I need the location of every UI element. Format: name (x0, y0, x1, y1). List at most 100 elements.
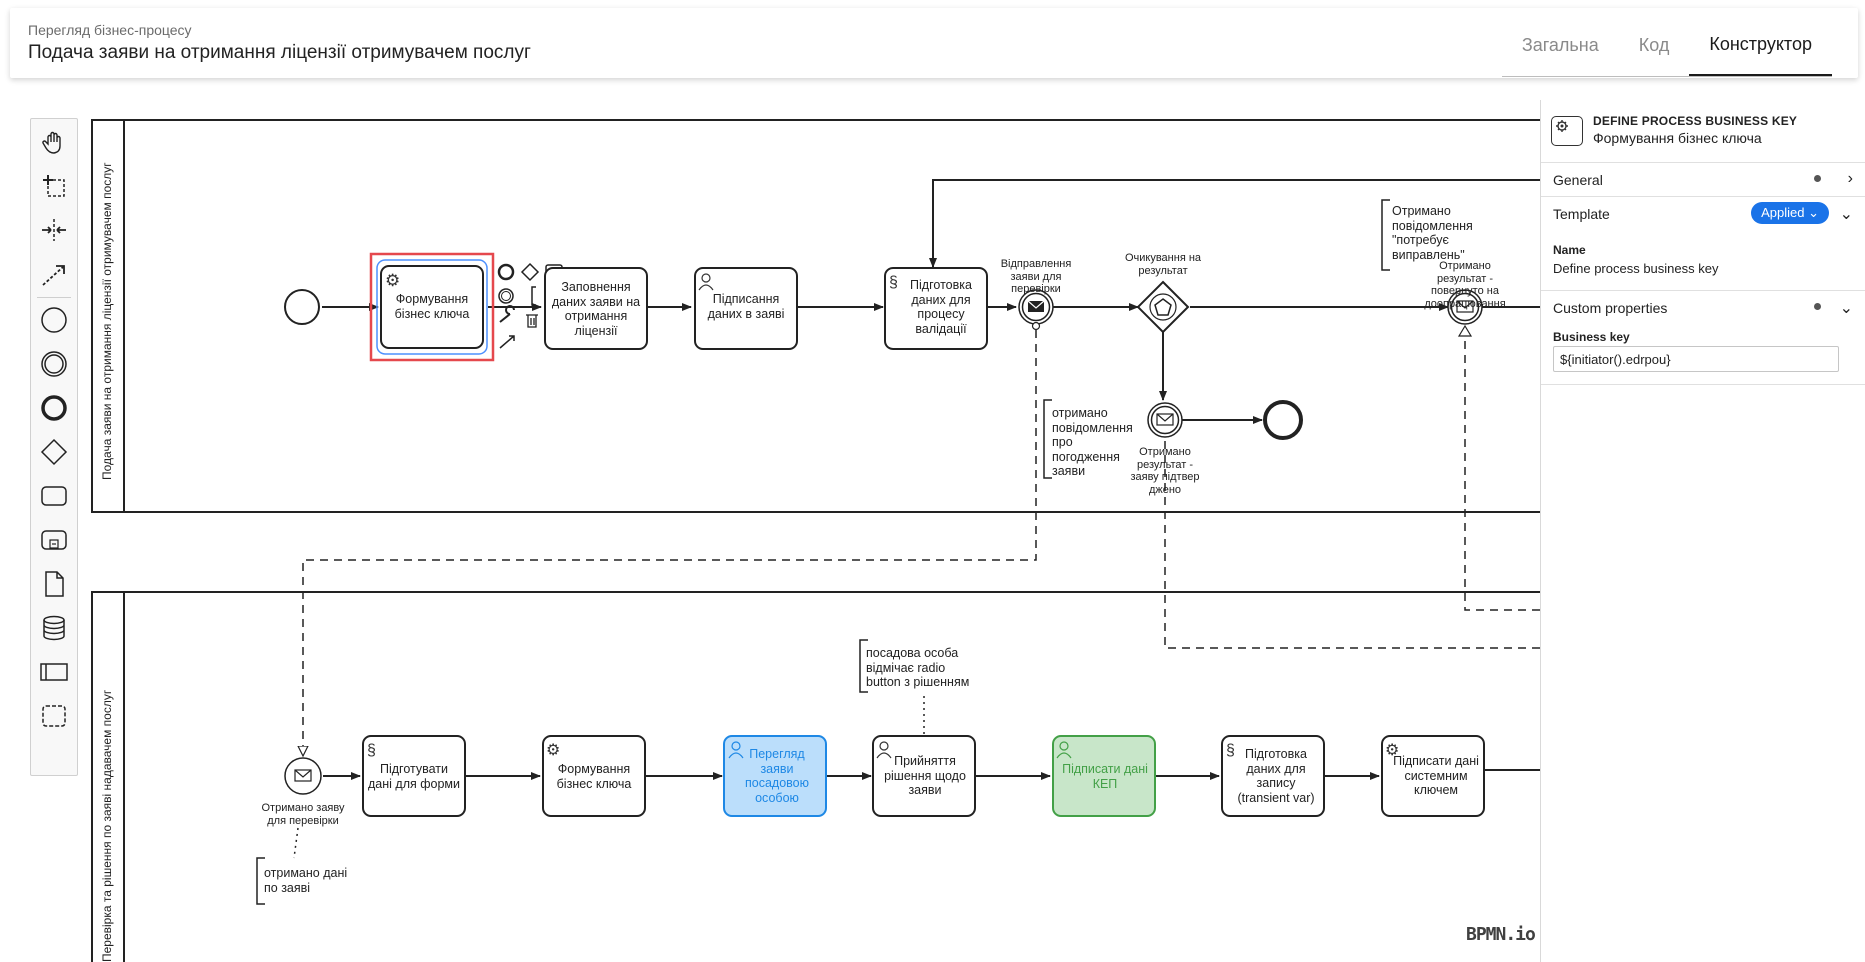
badge-label: Applied (1761, 205, 1805, 220)
global-connect-icon[interactable] (39, 259, 69, 289)
event-label: Відправлення заяви для перевірки (1000, 258, 1072, 295)
element-type: DEFINE PROCESS BUSINESS KEY (1593, 114, 1798, 128)
annotation-bracket (859, 639, 868, 693)
annotation-bracket (1043, 399, 1052, 479)
data-indicator-dot (1814, 175, 1821, 182)
text-annotation: отримано повідомлення про погодження зая… (1052, 406, 1133, 478)
tab-constructor[interactable]: Конструктор (1689, 18, 1832, 76)
group-icon[interactable] (39, 701, 69, 731)
lasso-tool-icon[interactable] (39, 171, 69, 201)
group-custom-properties[interactable]: Custom properties ⌄ (1541, 290, 1865, 324)
gateway-icon[interactable] (39, 437, 69, 467)
participant-icon[interactable] (39, 657, 69, 687)
divider (1541, 290, 1865, 291)
wrench-icon (499, 305, 515, 323)
tab-general[interactable]: Загальна (1521, 35, 1599, 55)
lane-title-top: Подача заяви на отримання ліцензії отрим… (100, 162, 114, 480)
end-event-icon[interactable] (39, 393, 69, 423)
properties-header: DEFINE PROCESS BUSINESS KEY Формування б… (1541, 100, 1865, 163)
bpmn-canvas[interactable]: ⚙ § (0, 100, 1540, 962)
task-label: Перегляд заяви посадовою особою (745, 747, 809, 805)
group-template[interactable]: Template Applied ⌄ ⌄ (1541, 196, 1865, 230)
group-title: Custom properties (1553, 300, 1668, 316)
script-icon: § (1226, 742, 1235, 759)
task-label: Підготовка даних для запису (transient v… (1237, 747, 1315, 805)
selection-inner (376, 259, 488, 355)
template-applied-badge[interactable]: Applied ⌄ (1751, 202, 1829, 224)
bpmn-io-watermark[interactable]: BPMN.io (1466, 924, 1536, 945)
message-catch-event-confirmed[interactable] (1147, 402, 1183, 438)
event-label: Отримано результат - повернуто на доопра… (1424, 260, 1506, 310)
start-event[interactable] (284, 289, 320, 325)
annotation-bracket (1381, 199, 1390, 271)
task-label: Заповнення даних заяви на отримання ліце… (551, 280, 641, 338)
append-end-event-icon (497, 263, 515, 281)
event-label: Очикування на результат (1124, 252, 1202, 277)
pool-top[interactable] (91, 119, 1540, 513)
chevron-down-icon[interactable]: ⌄ (1839, 206, 1853, 223)
message-catch-event-returned[interactable] (1447, 289, 1483, 325)
task-decision[interactable] (872, 735, 976, 817)
chevron-right-icon[interactable]: › (1847, 170, 1853, 187)
message-start-event[interactable] (284, 757, 322, 795)
task-business-key[interactable] (380, 265, 484, 349)
message-flow[interactable] (1464, 336, 1540, 611)
data-store-icon[interactable] (39, 613, 69, 643)
task-type-icon (1551, 116, 1583, 146)
name-value: Define process business key (1553, 261, 1719, 276)
user-icon (1056, 741, 1072, 759)
task-label: Підписати дані КЕП (1062, 762, 1148, 791)
tool-palette (30, 118, 78, 776)
task-sign-system[interactable] (1381, 735, 1485, 817)
business-key-input[interactable]: ${initiator().edrpou} (1553, 346, 1839, 372)
page-title: Подача заяви на отримання ліцензії отрим… (28, 42, 531, 63)
task-sign-kep[interactable] (1052, 735, 1156, 817)
chevron-down-icon[interactable]: ⌄ (1839, 300, 1853, 317)
view-tabs: Загальна Код Конструктор (1501, 18, 1832, 77)
end-event[interactable] (1263, 400, 1303, 440)
event-label: Отримано результат - заяву підтвер джено (1130, 446, 1200, 496)
start-event-icon[interactable] (39, 305, 69, 335)
business-key-label: Business key (1553, 330, 1630, 344)
hand-tool-icon[interactable] (39, 127, 69, 157)
text-annotation: отримано дані по заяві (264, 866, 348, 895)
task-business-key-2[interactable] (542, 735, 646, 817)
text-annotation: посадова особа відмічає radio button з р… (866, 646, 970, 689)
space-tool-icon[interactable] (39, 215, 69, 245)
intermediate-event-icon[interactable] (39, 349, 69, 379)
task-sign-application[interactable] (694, 267, 798, 350)
subprocess-icon[interactable] (39, 525, 69, 555)
task-label: Формування бізнес ключа (556, 762, 632, 791)
event-label: Отримано заяву для перевірки (261, 802, 345, 827)
gear-icon: ⚙ (546, 742, 560, 759)
message-flow[interactable] (1164, 438, 1540, 649)
diagram-svg[interactable]: ⚙ § (0, 100, 1540, 962)
flow[interactable] (929, 179, 1540, 268)
pool-bottom[interactable] (91, 591, 1540, 962)
breadcrumb: Перегляд бізнес-процесу (28, 22, 192, 38)
task-icon[interactable] (39, 481, 69, 511)
task-prepare-form[interactable] (362, 735, 466, 817)
task-prepare-record[interactable] (1221, 735, 1325, 817)
message-flow[interactable] (303, 330, 1037, 756)
element-name: Формування бізнес ключа (1593, 130, 1762, 146)
association[interactable] (293, 827, 299, 859)
group-title: Template (1553, 206, 1610, 222)
lane-title-bottom: Перевірка та рішення по заяві надавачем … (100, 689, 114, 962)
gear-icon: ⚙ (1385, 742, 1399, 759)
task-fill-application[interactable] (544, 267, 648, 350)
selection-box (369, 252, 495, 362)
data-object-icon[interactable] (39, 569, 69, 599)
text-annotation: Отримано повідомлення "потребує виправле… (1392, 204, 1473, 262)
message-throw-event[interactable] (1018, 289, 1054, 331)
task-prepare-validation[interactable] (884, 267, 988, 350)
annotation-bracket (256, 857, 265, 905)
task-review[interactable] (723, 735, 827, 817)
tab-code[interactable]: Код (1638, 35, 1670, 55)
task-label: Підготувати дані для форми (368, 762, 460, 791)
event-based-gateway[interactable] (1136, 280, 1190, 334)
task-label: Підписання даних в заяві (707, 292, 785, 321)
group-general[interactable]: General › (1541, 162, 1865, 197)
group-title: General (1553, 172, 1603, 188)
task-label: Підготовка даних для процесу валідації (910, 278, 972, 336)
